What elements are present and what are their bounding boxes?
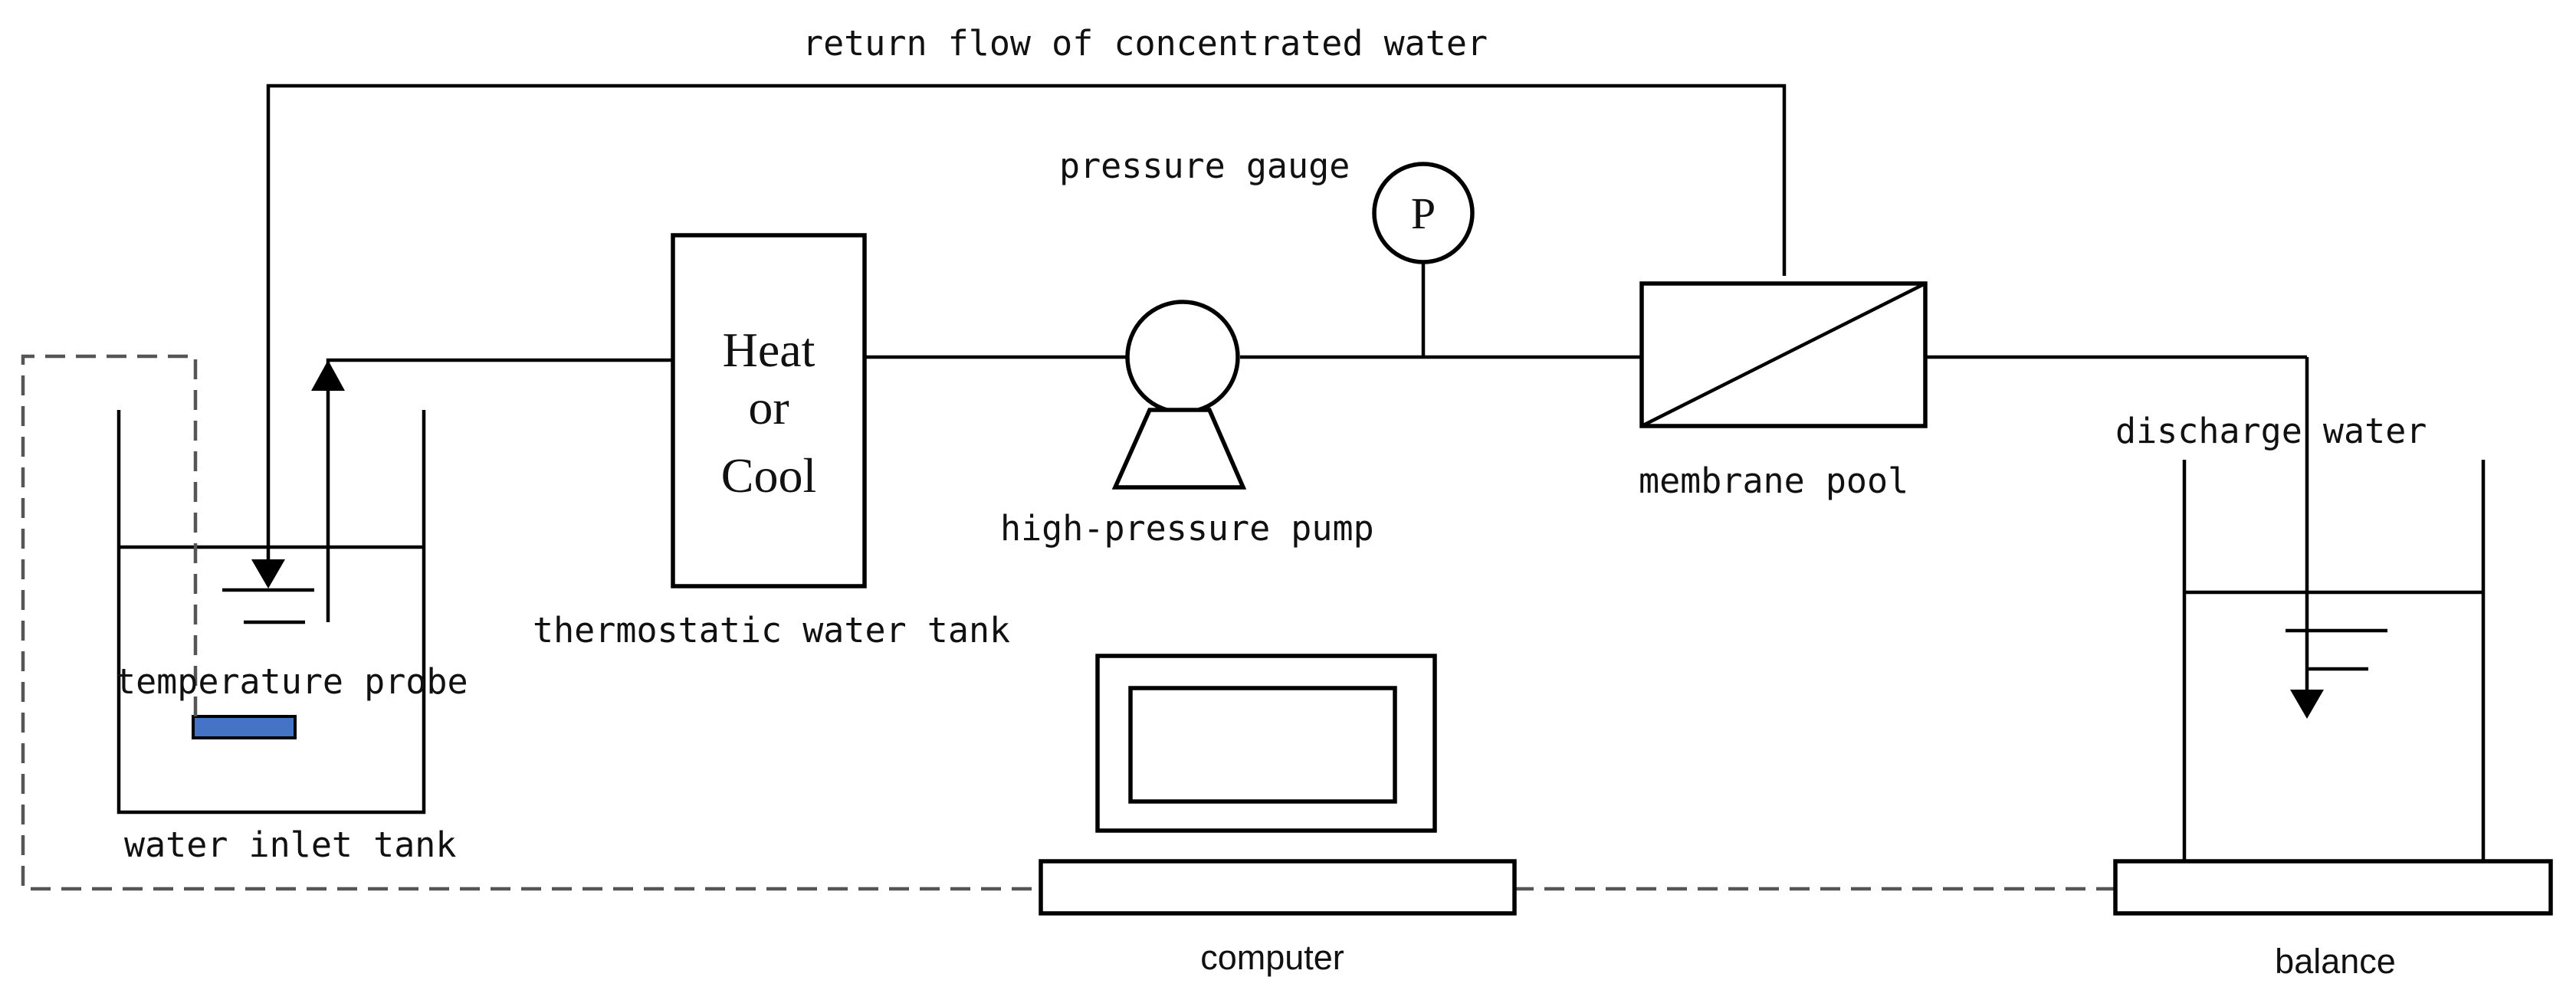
gauge-symbol: P xyxy=(1411,188,1436,238)
feed-pipe xyxy=(311,355,2324,719)
water-inlet-tank xyxy=(116,410,426,815)
discharge-water-label: discharge water xyxy=(2115,411,2427,451)
return-flow-pipe xyxy=(251,84,1787,588)
pressure-gauge-icon: P xyxy=(1372,162,1475,357)
signal-lines xyxy=(21,354,2115,891)
return-flow-arrowhead xyxy=(251,559,285,588)
thermostatic-water-tank-label: thermostatic water tank xyxy=(533,610,1010,651)
high-pressure-pump-icon xyxy=(1111,300,1247,490)
return-flow-label: return flow of concentrated water xyxy=(802,23,1488,64)
balance-icon xyxy=(2113,859,2553,916)
thermostatic-water-tank: Heat or Cool xyxy=(671,233,867,588)
membrane-icon xyxy=(1640,281,1927,428)
pressure-gauge-label: pressure gauge xyxy=(1059,146,1350,186)
discharge-tank xyxy=(2182,460,2486,864)
heat-label: Heat xyxy=(723,323,815,377)
water-inlet-tank-label: water inlet tank xyxy=(124,824,456,865)
discharge-arrowhead xyxy=(2290,690,2324,719)
high-pressure-pump-label: high-pressure pump xyxy=(1000,508,1374,549)
or-label: or xyxy=(748,380,789,434)
computer-icon xyxy=(1039,654,1517,916)
temperature-probe-label: temperature probe xyxy=(115,661,468,702)
feed-arrowhead xyxy=(311,360,345,391)
balance-label: balance xyxy=(2275,942,2396,981)
cool-label: Cool xyxy=(721,448,816,503)
membrane-pool-label: membrane pool xyxy=(1639,461,1908,501)
computer-label: computer xyxy=(1200,938,1344,977)
membrane-pool xyxy=(1639,281,1928,428)
temperature-probe-icon xyxy=(192,715,297,739)
